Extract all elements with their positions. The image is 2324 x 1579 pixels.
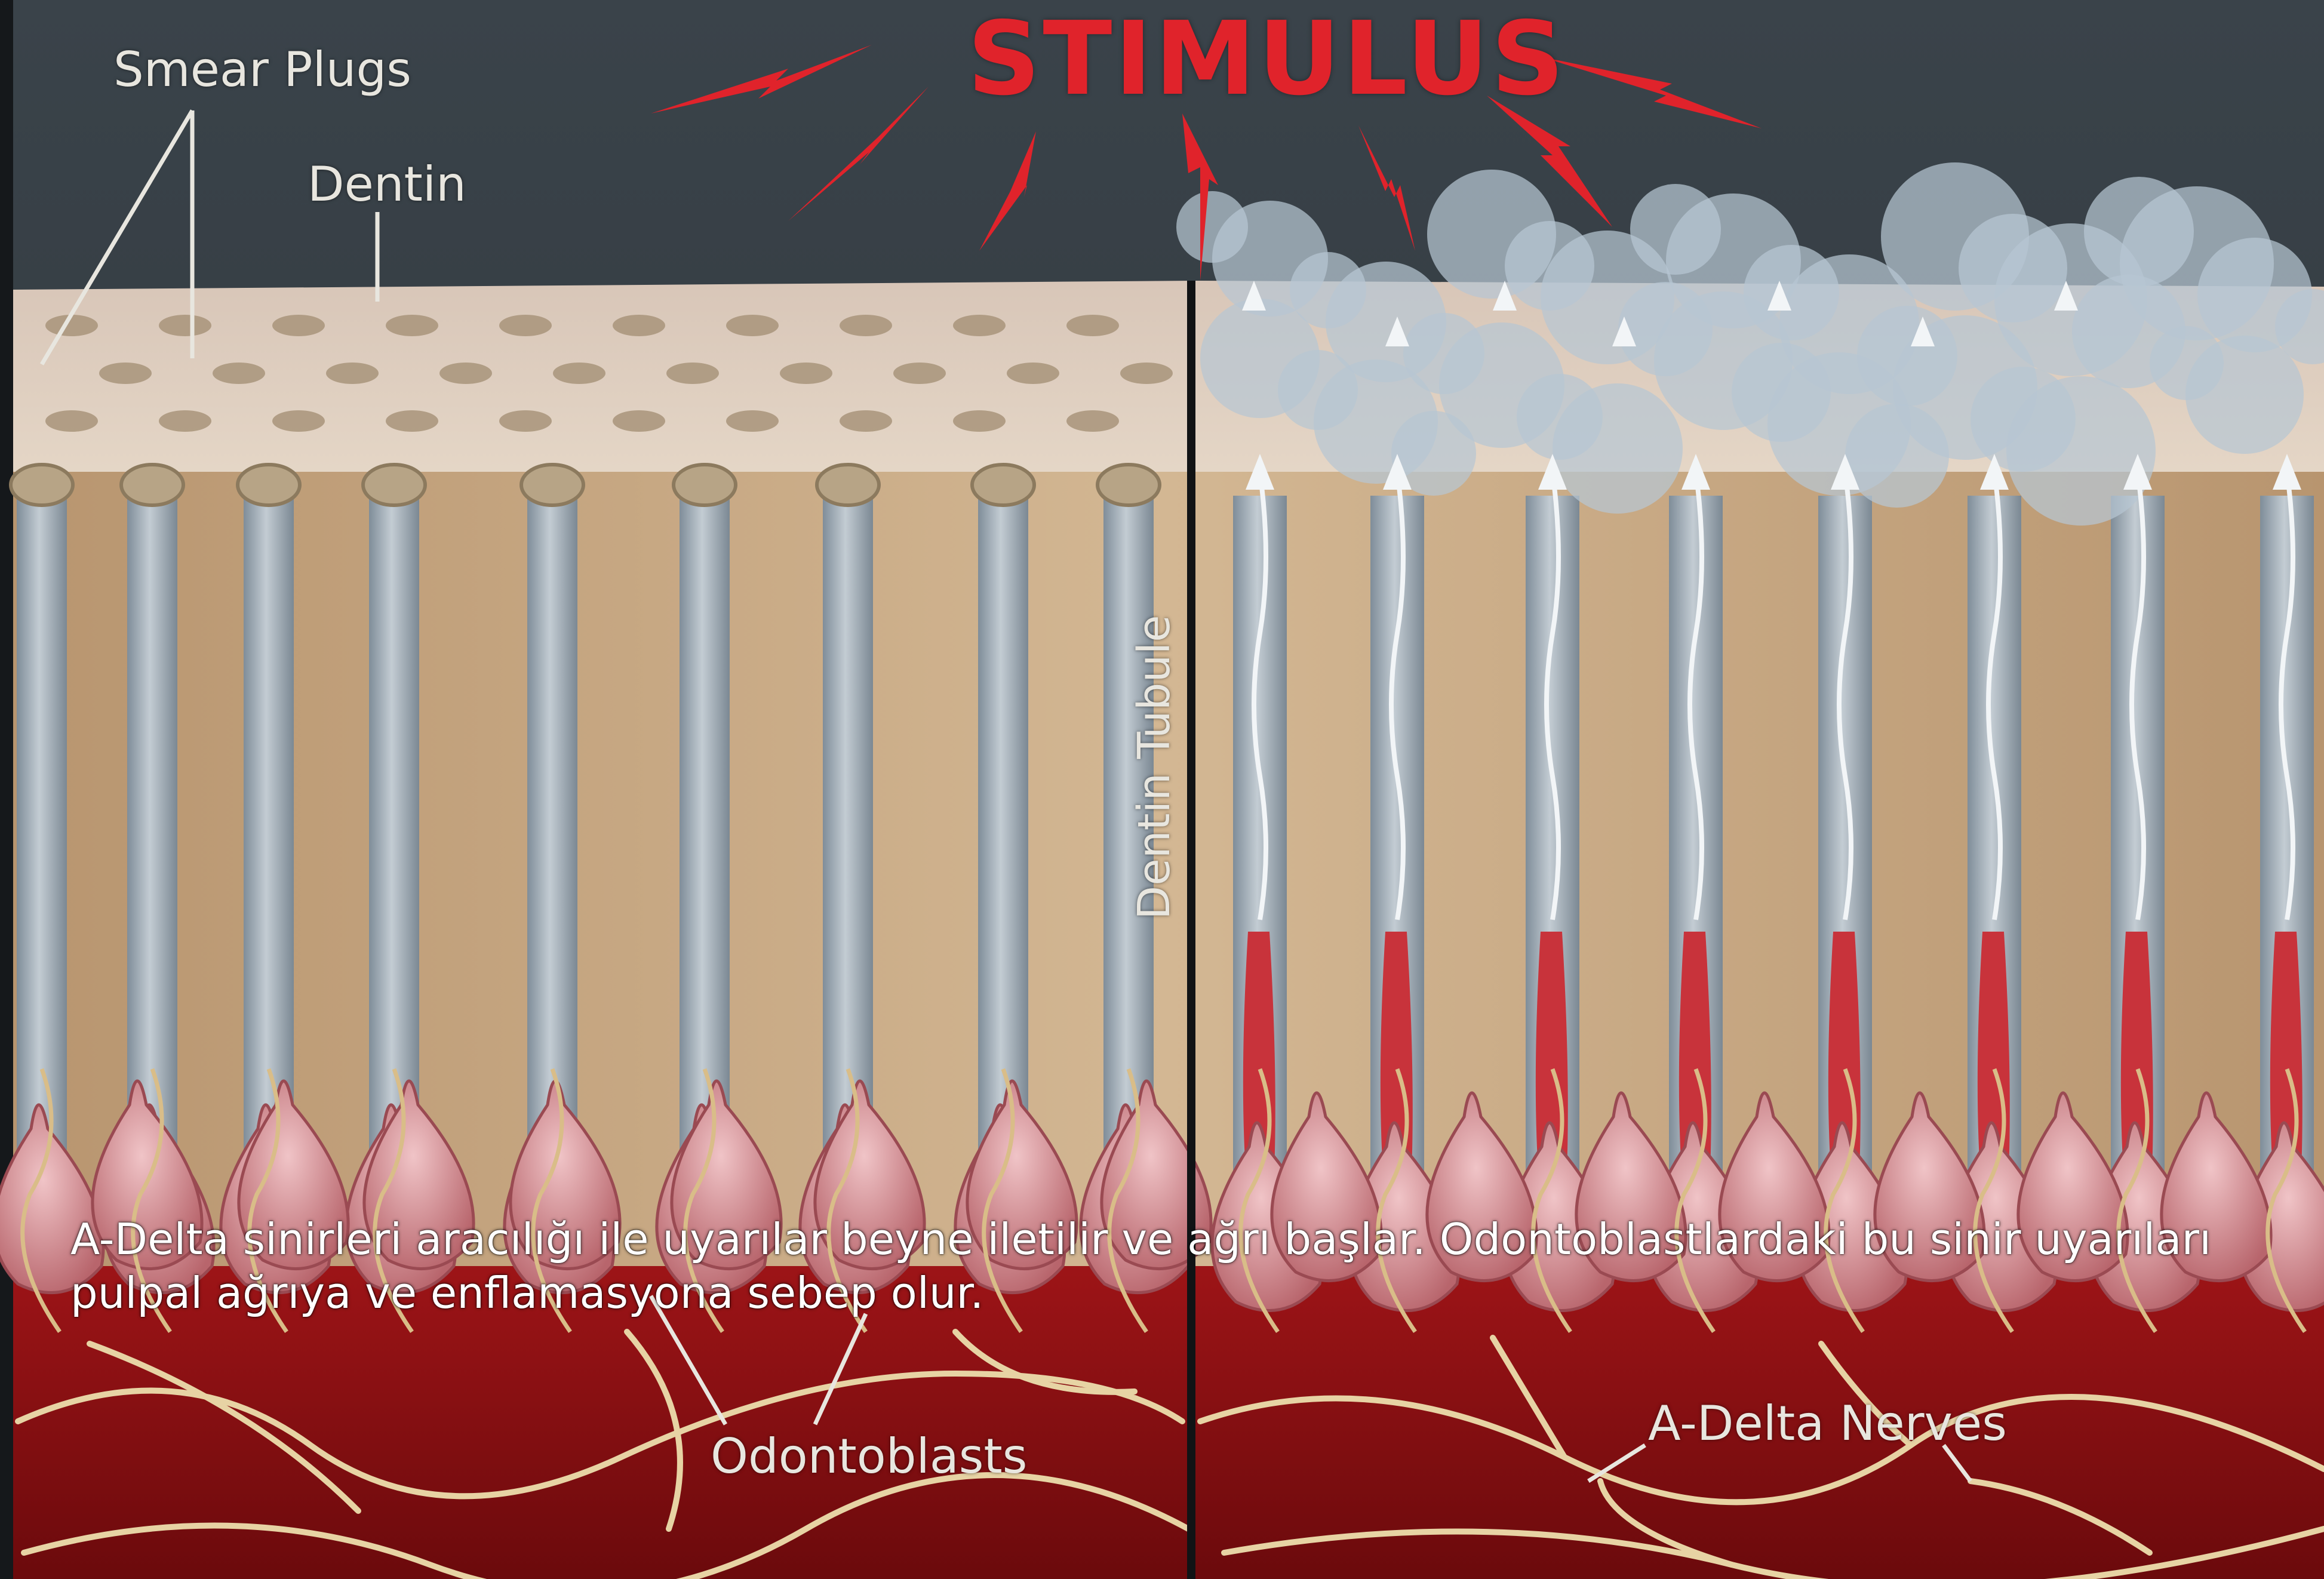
odontoblasts-label: Odontoblasts [711, 1429, 1027, 1484]
smear-plug [238, 465, 300, 505]
surface-pore [726, 315, 779, 336]
fluid-cloud-puff [2006, 376, 2156, 526]
a-delta-nerves-label: A-Delta Nerves [1648, 1396, 2007, 1451]
dentin-tubule [244, 484, 294, 1171]
surface-pore [99, 363, 152, 384]
surface-pore [439, 363, 492, 384]
surface-pore [1066, 410, 1119, 432]
dentin-tubule [978, 484, 1028, 1171]
surface-pore [780, 363, 832, 384]
surface-pore [953, 315, 1006, 336]
surface-pore [386, 315, 438, 336]
subtitle-caption: A-Delta sinirleri aracılığı ile uyarılar… [70, 1212, 2280, 1320]
smear-plug [972, 465, 1034, 505]
surface-pore [159, 315, 211, 336]
dentin-tubule [823, 484, 873, 1171]
surface-pore [499, 410, 552, 432]
surface-pore [499, 315, 552, 336]
surface-pore [613, 315, 665, 336]
surface-pore [1120, 363, 1173, 384]
smear-plug [817, 465, 879, 505]
dentin-label: Dentin [308, 156, 466, 212]
surface-pore [272, 315, 325, 336]
surface-pore [613, 410, 665, 432]
surface-pore [953, 410, 1006, 432]
smear-plug [121, 465, 183, 505]
dentin-tubule-label: Dentin Tubule [1129, 615, 1180, 920]
surface-pore [159, 410, 211, 432]
surface-pore [326, 363, 379, 384]
smear-plug [674, 465, 736, 505]
dentin-tubule [127, 484, 177, 1171]
surface-pore [45, 410, 98, 432]
smear-plug [521, 465, 583, 505]
dentin-tubule [17, 484, 67, 1171]
surface-pore [213, 363, 265, 384]
fluid-cloud-puff [2185, 336, 2304, 454]
surface-pore [840, 410, 892, 432]
surface-pore [893, 363, 946, 384]
fluid-cloud-puff [1553, 383, 1683, 514]
surface-pore [1007, 363, 1059, 384]
smear-plug [11, 465, 73, 505]
smear-plug [363, 465, 425, 505]
stimulus-title: STIMULUS [967, 0, 1567, 118]
dentin-tubule [527, 484, 577, 1171]
dentin-tubule [680, 484, 730, 1171]
surface-pore [726, 410, 779, 432]
dentin-tubule [369, 484, 419, 1171]
smear-plug [1098, 465, 1160, 505]
fluid-cloud-puff [1845, 404, 1949, 508]
surface-pore [666, 363, 719, 384]
surface-pore [1066, 315, 1119, 336]
surface-pore [840, 315, 892, 336]
smear-plugs-label: Smear Plugs [113, 42, 411, 97]
surface-pore [553, 363, 605, 384]
surface-pore [272, 410, 325, 432]
surface-pore [386, 410, 438, 432]
